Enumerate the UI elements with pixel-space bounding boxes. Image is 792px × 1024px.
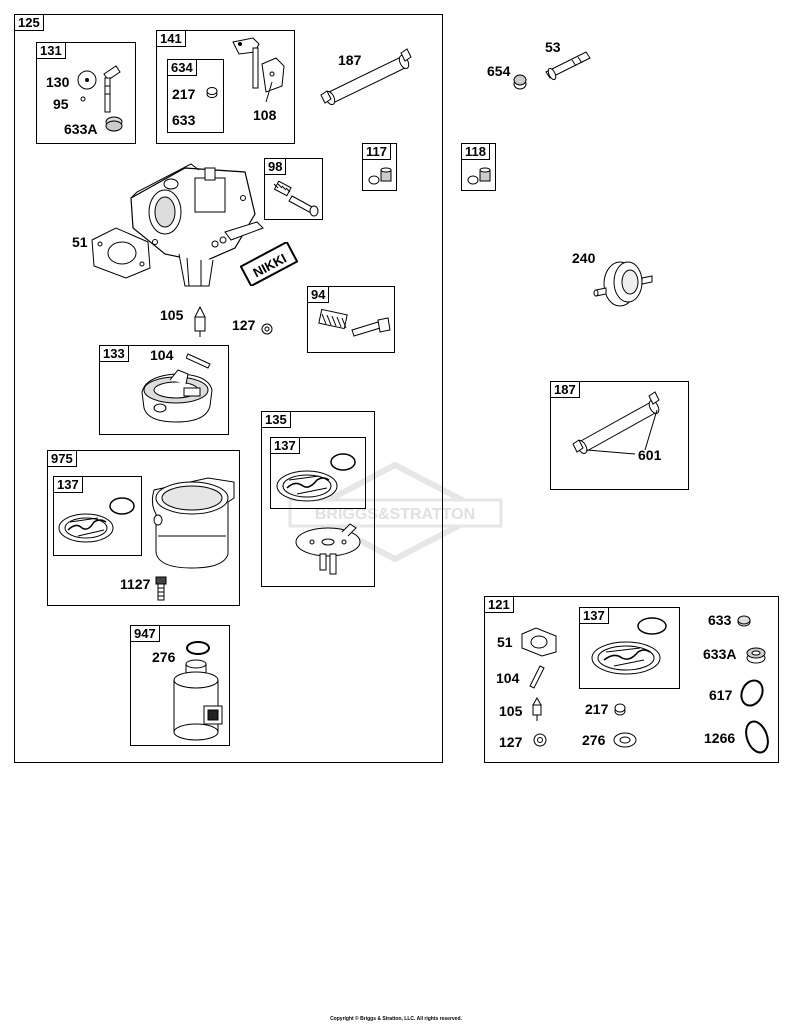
fuel-solenoid-icon — [173, 641, 223, 741]
kit121-seal-icon — [737, 615, 751, 627]
box-label-121: 121 — [484, 596, 514, 613]
float-bowl-icon — [151, 477, 235, 569]
jet-and-washer-icon-117 — [368, 167, 392, 185]
choke-lever-icon — [206, 37, 285, 103]
kit-box-634: 634 — [167, 59, 224, 133]
gasket-and-oring-icon-135 — [276, 453, 356, 502]
copyright-text: Copyright © Briggs & Stratton, LLC. All … — [330, 1016, 462, 1022]
box-label-133: 133 — [99, 345, 129, 362]
box-label-634: 634 — [167, 59, 197, 76]
part-label-633: 633 — [172, 112, 196, 128]
part-label-1127: 1127 — [120, 576, 151, 592]
box-label-947: 947 — [130, 625, 160, 642]
kit121-label-127: 127 — [499, 734, 523, 750]
box-label-125: 125 — [14, 14, 44, 31]
kit121-label-1266: 1266 — [704, 730, 736, 746]
kit-box-137-in-975: 137 — [53, 476, 142, 556]
part-label-240: 240 — [572, 250, 596, 266]
svg-text:BRIGGS&STRATTON: BRIGGS&STRATTON — [315, 506, 475, 523]
kit-box-121: 121 — [484, 596, 779, 763]
box-label-137: 137 — [270, 437, 300, 454]
kit121-spring-clip-icon — [614, 703, 626, 716]
part-label-51: 51 — [72, 234, 88, 250]
box-label-975: 975 — [47, 450, 77, 467]
kit121-oring-large-icon — [745, 720, 769, 754]
kit121-label-51: 51 — [497, 634, 513, 650]
part-label-633A: 633A — [64, 121, 98, 137]
kit121-needle-valve-icon — [532, 697, 542, 721]
kit-box-975: 975 — [47, 450, 240, 606]
kit121-seal-large-icon — [746, 647, 766, 664]
kit-box-947: 947 — [130, 625, 230, 746]
box-label-187: 187 — [550, 381, 580, 398]
kit121-float-pin-icon — [529, 665, 545, 689]
kit121-label-633A: 633A — [703, 646, 737, 662]
part-label-187: 187 — [338, 52, 362, 68]
kit-box-137-in-121: 137 — [579, 607, 680, 689]
nut-and-stud-icon — [513, 51, 591, 90]
jet-and-washer-icon-118 — [467, 167, 491, 185]
part-label-53: 53 — [545, 39, 561, 55]
kit121-gasket-icon — [521, 627, 557, 657]
part-label-654: 654 — [487, 63, 511, 79]
fuel-pipe-icon — [320, 48, 412, 106]
part-label-108: 108 — [253, 107, 277, 123]
kit121-label-217: 217 — [585, 701, 609, 717]
box-label-137: 137 — [53, 476, 83, 493]
part-label-127: 127 — [232, 317, 256, 333]
carburetor-body-icon — [130, 163, 264, 287]
box-label-94: 94 — [307, 286, 330, 303]
kit-box-131: 131 — [36, 42, 136, 144]
kit-box-133: 133 — [99, 345, 229, 435]
kit-box-98: 98 — [264, 158, 323, 220]
part-label-104: 104 — [150, 347, 174, 363]
kit121-oring-small-icon — [740, 679, 764, 707]
box-label-118: 118 — [461, 143, 490, 160]
kit121-label-617: 617 — [709, 687, 733, 703]
clip-icon — [261, 323, 273, 335]
part-label-130: 130 — [46, 74, 70, 90]
float-icon — [141, 369, 213, 423]
gasket-icon — [91, 227, 151, 279]
briggs-stratton-watermark: BRIGGS&STRATTON — [288, 462, 503, 562]
kit121-label-276: 276 — [582, 732, 606, 748]
kit121-label-633: 633 — [708, 612, 732, 628]
bowl-plate-icon — [295, 523, 361, 575]
nikki-brand-label: NIKKI — [240, 242, 298, 286]
kit121-label-104: 104 — [496, 670, 520, 686]
part-label-601: 601 — [638, 447, 662, 463]
throttle-shaft-icon — [77, 65, 123, 132]
part-label-276: 276 — [152, 649, 176, 665]
fuel-filter-icon — [593, 261, 653, 307]
kit-box-187: 187 — [550, 381, 689, 490]
float-pin-icon — [186, 353, 211, 369]
box-label-141: 141 — [156, 30, 186, 47]
box-label-98: 98 — [264, 158, 287, 175]
box-label-135: 135 — [261, 411, 291, 428]
idle-screw-spring-icon — [273, 180, 319, 217]
kit121-label-105: 105 — [499, 703, 523, 719]
kit121-washer-icon — [613, 732, 637, 748]
part-label-217: 217 — [172, 86, 196, 102]
kit-box-141: 141 — [156, 30, 295, 144]
fuel-pipe-with-clamps-icon — [572, 391, 660, 455]
pilot-screw-spring-icon — [318, 308, 391, 337]
box-label-117: 117 — [362, 143, 391, 160]
box-label-131: 131 — [36, 42, 66, 59]
box-label-137: 137 — [579, 607, 609, 624]
kit-box-118: 118 — [461, 143, 496, 191]
gasket-and-oring-icon-121 — [591, 617, 667, 675]
needle-valve-icon — [194, 305, 206, 337]
part-label-105: 105 — [160, 307, 184, 323]
kit-box-94: 94 — [307, 286, 395, 353]
kit121-clip-icon — [533, 733, 547, 747]
part-label-95: 95 — [53, 96, 69, 112]
kit-box-135: 135 — [261, 411, 375, 587]
gasket-and-oring-icon-975 — [58, 497, 135, 543]
kit-box-125: 125 — [14, 14, 443, 763]
bowl-screw-icon — [155, 576, 167, 601]
kit-box-137-in-135: 137 — [270, 437, 366, 509]
kit-box-117: 117 — [362, 143, 397, 191]
